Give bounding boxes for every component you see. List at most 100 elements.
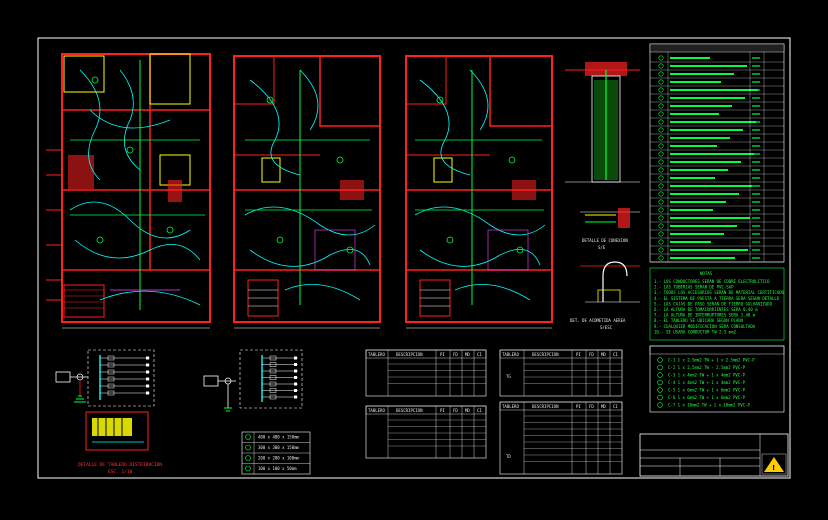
note-line: 5.- LAS CAJAS DE PASO SERAN DE FIERRO GA… — [654, 301, 773, 306]
junction-box-size: 400 x 400 x 150mm — [258, 435, 300, 440]
table-b-header-tablero: TABLERO — [368, 408, 385, 413]
legend-description-bar — [670, 225, 737, 227]
breaker-icon — [107, 383, 115, 389]
table-b-header-pi: PI — [440, 408, 445, 413]
board-detail-title: DETALLE DE TABLERO DISTRIBUCION — [78, 462, 162, 468]
note-line: 6.- LA ALTURA DE TOMACORRIENTES SERA 0.4… — [654, 307, 758, 312]
junction-box-icon — [245, 444, 251, 451]
legend-height-bar — [752, 145, 760, 147]
legend-symbol-icon — [658, 103, 664, 109]
legend-height-bar — [752, 201, 760, 203]
branch-terminal — [146, 384, 149, 388]
legend-symbol-icon — [658, 255, 664, 261]
legend-height-bar — [752, 169, 760, 171]
single-line-diagram-2 — [203, 349, 303, 412]
breaker-icon — [269, 375, 277, 380]
legend-description-bar — [670, 113, 719, 115]
breaker-icon — [269, 355, 277, 361]
legend-description-bar — [670, 129, 743, 131]
legend-description-bar — [670, 153, 754, 155]
legend-description-bar — [670, 217, 750, 219]
branch-terminal — [146, 356, 149, 360]
legend-symbol-icon — [658, 175, 664, 181]
junction-box-size: 200 x 200 x 100mm — [258, 456, 300, 461]
legend-symbol-icon — [658, 199, 664, 205]
notes-title: NOTAS — [700, 271, 713, 276]
legend-description-bar — [670, 249, 748, 251]
legend-height-bar — [752, 113, 760, 115]
branch-terminal — [294, 356, 297, 360]
circuit-symbol-icon — [657, 364, 663, 371]
note-line: 7.- LA ALTURA DE INTERRUPTORES SERA 1.40… — [654, 313, 756, 318]
breaker-icon — [107, 362, 115, 368]
junction-box-icon — [245, 455, 251, 461]
legend-description-bar — [670, 169, 728, 171]
notes-box: NOTAS 1.- LOS CONDUCTORES SERAN DE COBRE… — [649, 267, 785, 341]
legend-description-bar — [670, 97, 745, 99]
table-d-header-pi: PI — [576, 404, 581, 409]
legend-description-bar — [670, 121, 756, 123]
grounding-well-detail — [565, 62, 640, 183]
legend-symbol-icon — [658, 63, 664, 69]
legend-description-bar — [670, 233, 724, 235]
circuit-symbol-icon — [657, 387, 663, 393]
legend-description-bar — [670, 209, 713, 211]
circuit-symbol-icon — [657, 372, 663, 378]
legend-description-bar — [670, 65, 747, 67]
table-d-tablero-td: TD — [506, 454, 511, 459]
table-d-header-ci: CI — [613, 404, 618, 409]
distribution-board-detail: DETALLE DE TABLERO DISTRIBUCION ESC. 1/1… — [78, 411, 162, 475]
load-table-c: TABLERO DESCRIPCION PI FD MD CI TG — [499, 349, 623, 397]
legend-height-bar — [752, 209, 760, 211]
table-a-header-fd: FD — [453, 352, 458, 357]
load-table-b: TABLERO DESCRIPCION PI FD MD CI — [365, 405, 487, 459]
single-line-diagram-1 — [55, 349, 155, 407]
legend-description-bar — [670, 177, 715, 179]
legend-height-bar — [752, 249, 760, 251]
legend-symbol-icon — [658, 95, 664, 101]
legend-height-bar — [752, 217, 760, 219]
table-d-header-descripcion: DESCRIPCION — [532, 404, 559, 409]
load-table-d: TABLERO DESCRIPCION PI FD MD CI TD — [499, 401, 623, 475]
legend-symbol-icon — [658, 79, 664, 85]
junction-box-icon — [245, 465, 251, 472]
branch-terminal — [294, 382, 297, 386]
breaker-icon — [107, 369, 115, 375]
junction-box-size: 100 x 100 x 50mm — [258, 466, 297, 471]
sheet-border — [37, 37, 791, 479]
legend-symbol-icon — [658, 151, 664, 157]
legend-symbol-icon — [658, 231, 664, 237]
branch-terminal — [294, 363, 297, 366]
legend-description-bar — [670, 257, 735, 259]
branch-terminal — [146, 363, 149, 367]
legend-height-bar — [752, 97, 760, 99]
circuit-symbol-icon — [657, 402, 663, 408]
circuit-symbol-icon — [657, 379, 663, 386]
legend-symbol-icon — [658, 223, 664, 229]
note-line: 8.- EL TABLERO SE UBICARA SEGUN PLANO — [654, 318, 744, 323]
breaker-icon — [269, 388, 277, 393]
legend-symbol-icon — [658, 183, 664, 189]
table-a-header-ci: CI — [477, 352, 482, 357]
symbol-legend-table — [649, 43, 785, 263]
connection-detail-title: DETALLE DE CONEXION — [582, 238, 628, 243]
breaker-icon — [269, 362, 277, 367]
note-line: 4.- EL SISTEMA DE PUESTA A TIERRA SERA S… — [654, 296, 780, 301]
legend-description-bar — [670, 185, 752, 187]
table-c-header-ci: CI — [613, 352, 618, 357]
legend-symbol-icon — [658, 239, 664, 245]
legend-height-bar — [752, 161, 760, 163]
warning-icon — [764, 457, 784, 472]
note-line: 9.- CUALQUIER MODIFICACION SERA CONSULTA… — [654, 324, 756, 329]
legend-description-bar — [670, 161, 741, 163]
legend-symbol-icon — [658, 127, 664, 133]
legend-symbol-icon — [658, 247, 664, 253]
legend-symbol-icon — [658, 71, 664, 77]
table-d-header-fd: FD — [589, 404, 594, 409]
legend-symbol-icon — [658, 159, 664, 165]
legend-symbol-icon — [658, 207, 664, 213]
breaker-icon — [107, 376, 115, 382]
breaker-icon — [107, 355, 115, 361]
table-b-header-ci: CI — [477, 408, 482, 413]
